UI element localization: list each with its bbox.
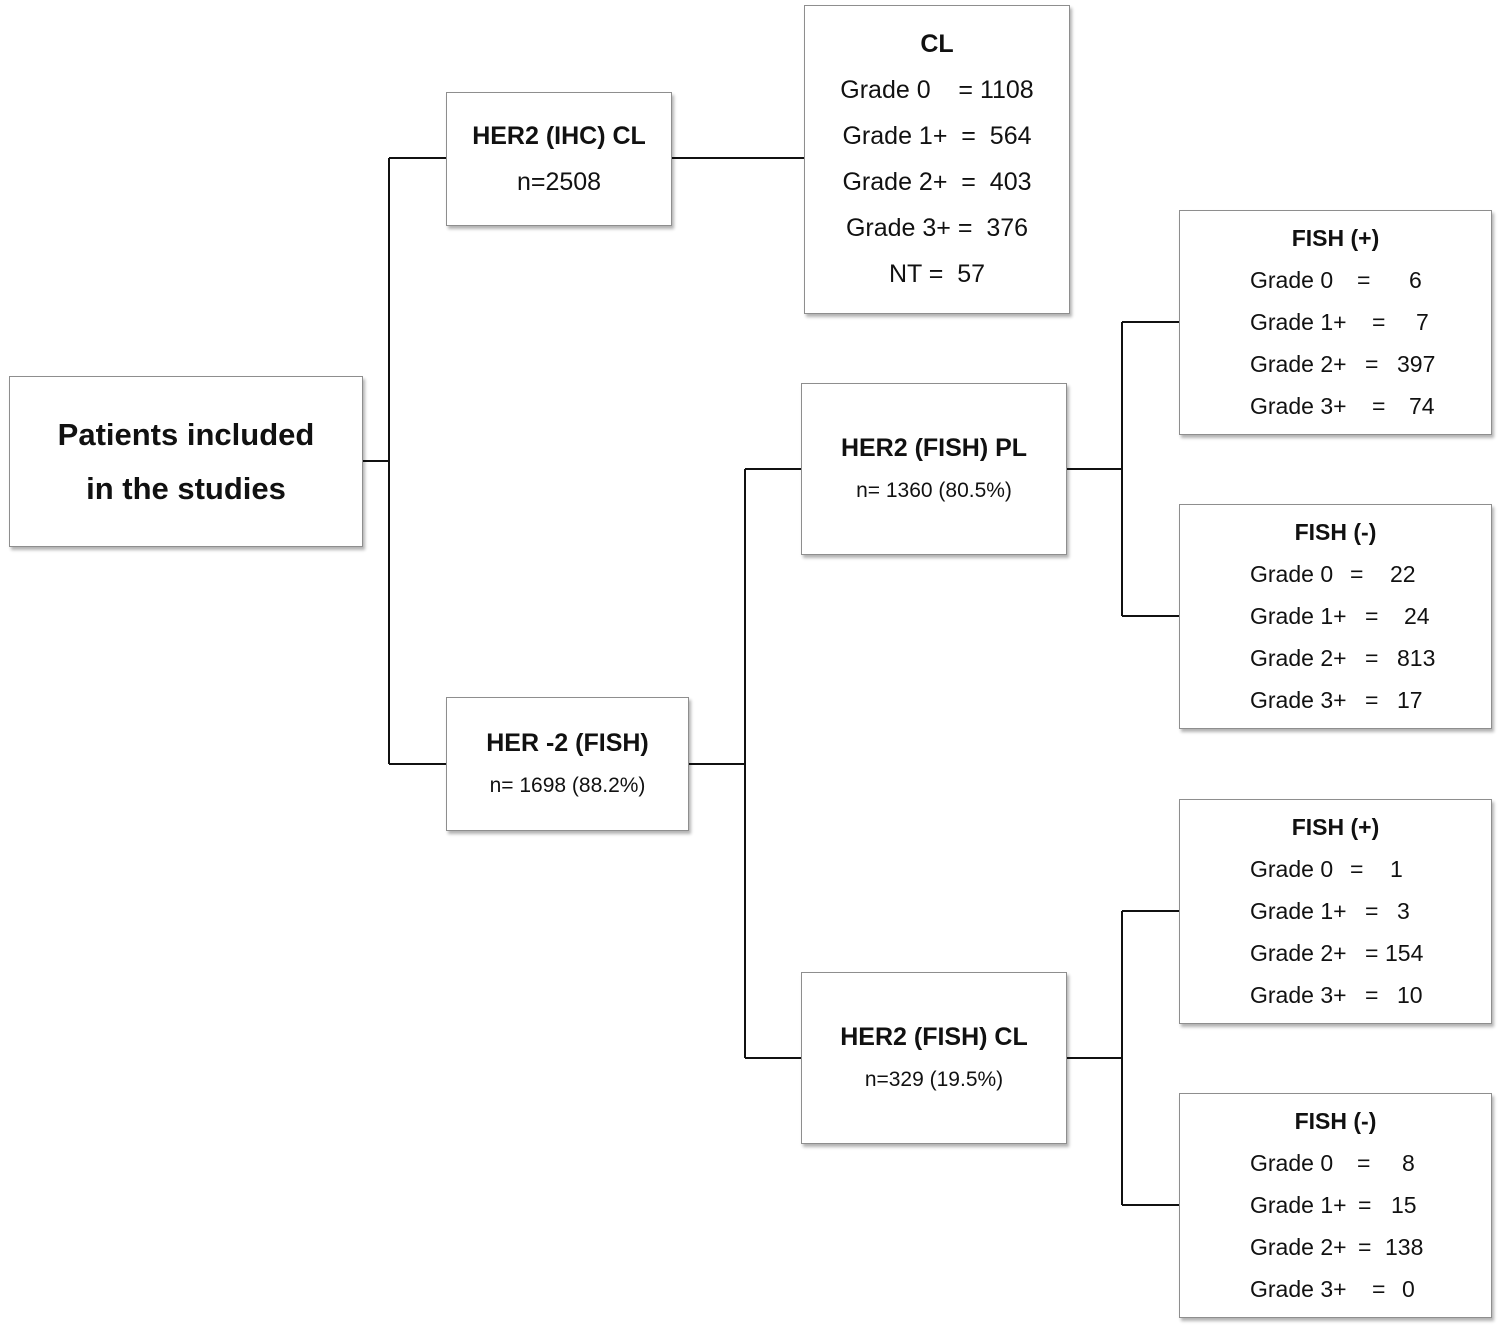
fish-cl-n: n=329 (19.5%) (864, 1068, 1004, 1091)
grade-label: Grade 1+ (1250, 898, 1347, 924)
equals-sign: = (1365, 687, 1379, 713)
grade-label: Grade 2+ (1250, 645, 1347, 671)
equals-sign: = (1365, 982, 1379, 1008)
equals-sign: = (1365, 603, 1379, 629)
grade-label: Grade 1+ (1250, 309, 1347, 335)
grade-count: 74 (1409, 393, 1435, 419)
cl-fish-pos-row: Grade 1+ = 3 (1180, 890, 1491, 932)
grade-count: 3 (1397, 898, 1410, 924)
equals-sign: = (1365, 645, 1379, 671)
her2-fish-title: HER -2 (FISH) (486, 729, 649, 757)
cl-fish-pos-title: FISH (+) (1291, 814, 1380, 840)
equals-sign: = (1365, 940, 1379, 966)
equals-sign: = (1357, 1150, 1371, 1176)
grade-count: 397 (1397, 351, 1436, 377)
pl-fish-pos-box: FISH (+) Grade 0 = 6 Grade 1+ = 7 Grade 2+ = 3… (1179, 210, 1492, 435)
grade-count: 10 (1397, 982, 1423, 1008)
root-line-2: in the studies (86, 470, 286, 506)
grade-label: Grade 3+ (1250, 1276, 1347, 1302)
grade-label: Grade 1+ (1250, 603, 1347, 629)
fish-pl-title: HER2 (FISH) PL (840, 434, 1028, 462)
grade-label: Grade 3+ (1250, 687, 1347, 713)
grade-count: 17 (1397, 687, 1423, 713)
cl-fish-pos-box: FISH (+) Grade 0=1 Grade 1+=3 Grade 2+=1… (1179, 799, 1492, 1024)
fish-cl-title: HER2 (FISH) CL (840, 1023, 1028, 1051)
cl-grade-row: Grade 0 = 1108 (840, 76, 1034, 104)
grade-count: 0 (1402, 1276, 1415, 1302)
cl-fish-neg-row: Grade 3+ = 0 (1180, 1268, 1491, 1310)
cl-fish-pos-row: Grade 3+ = 10 (1180, 974, 1491, 1016)
cl-grades-title: CL (920, 30, 954, 58)
cl-fish-neg-row: Grade 0 = 8 (1180, 1142, 1491, 1184)
cl-grade-row: Grade 2+ = 403 (842, 168, 1032, 196)
equals-sign: = (1357, 267, 1371, 293)
grade-label: Grade 2+ (1250, 351, 1347, 377)
grade-count: 813 (1397, 645, 1436, 671)
cl-fish-neg-title: FISH (-) (1294, 1108, 1377, 1134)
ihc-cl-box: HER2 (IHC) CL n=2508 (446, 92, 672, 226)
cl-grade-row: Grade 3+ = 376 (845, 214, 1029, 242)
cl-fish-pos-row: Grade 2+ =154 (1180, 932, 1491, 974)
equals-sign: = (1372, 393, 1386, 419)
grade-label: Grade 0 (1250, 856, 1334, 882)
cl-fish-pos-row: Grade 0 = 1 (1180, 848, 1491, 890)
equals-sign: = (1365, 898, 1379, 924)
pl-fish-neg-row: Grade 3+ = 17 (1180, 679, 1491, 721)
grade-count: 1 (1390, 856, 1403, 882)
pl-fish-neg-row: Grade 1+ = 24 (1180, 595, 1491, 637)
grade-label: Grade 1+ (1250, 1192, 1347, 1218)
pl-fish-neg-box: FISH (-) Grade 0=22 Grade 1+=24 Grade 2+… (1179, 504, 1492, 729)
grade-label: Grade 3+ (1250, 982, 1347, 1008)
pl-fish-pos-row: Grade 1+ = 7 (1180, 301, 1491, 343)
grade-count: 24 (1404, 603, 1430, 629)
grade-count: 138 (1385, 1234, 1424, 1260)
pl-fish-pos-row: Grade 2+ = 397 (1180, 343, 1491, 385)
her2-fish-n: n= 1698 (88.2%) (489, 774, 646, 797)
equals-sign: = (1358, 1234, 1372, 1260)
grade-count: 15 (1391, 1192, 1417, 1218)
fish-pl-n: n= 1360 (80.5%) (856, 479, 1012, 502)
equals-sign: = (1372, 1276, 1386, 1302)
equals-sign: = (1350, 856, 1364, 882)
cl-grade-row: Grade 1+ = 564 (842, 122, 1032, 150)
fish-pl-box: HER2 (FISH) PL n= 1360 (80.5%) (801, 383, 1067, 555)
fish-cl-box: HER2 (FISH) CL n=329 (19.5%) (801, 972, 1067, 1144)
ihc-cl-n: n=2508 (516, 168, 602, 196)
cl-grade-row: NT = 57 (888, 260, 986, 288)
pl-fish-neg-row: Grade 2+ = 813 (1180, 637, 1491, 679)
grade-label: Grade 3+ (1250, 393, 1347, 419)
cl-fish-neg-row: Grade 2+ = 138 (1180, 1226, 1491, 1268)
equals-sign: = (1372, 309, 1386, 335)
grade-count: 7 (1416, 309, 1429, 335)
grade-label: Grade 0 (1250, 1150, 1334, 1176)
grade-count: 8 (1402, 1150, 1415, 1176)
pl-fish-pos-row: Grade 3+ = 74 (1180, 385, 1491, 427)
cl-fish-neg-row: Grade 1+ = 15 (1180, 1184, 1491, 1226)
her2-fish-box: HER -2 (FISH) n= 1698 (88.2%) (446, 697, 689, 831)
root-box: Patients included in the studies (9, 376, 363, 547)
cl-grades-box: CL Grade 0 = 1108 Grade 1+ = 564 Grade 2… (804, 5, 1070, 314)
grade-label: Grade 0 (1250, 561, 1334, 587)
root-line-1: Patients included (57, 416, 315, 452)
grade-label: Grade 2+ (1250, 1234, 1347, 1260)
pl-fish-neg-row: Grade 0 = 22 (1180, 553, 1491, 595)
pl-fish-pos-title: FISH (+) (1291, 225, 1380, 251)
pl-fish-pos-row: Grade 0 = 6 (1180, 259, 1491, 301)
grade-count: 154 (1385, 940, 1424, 966)
cl-fish-neg-box: FISH (-) Grade 0 = 8 Grade 1+ = 15 Grade 2+ =… (1179, 1093, 1492, 1318)
pl-fish-neg-title: FISH (-) (1294, 519, 1377, 545)
grade-label: Grade 0 (1250, 267, 1334, 293)
equals-sign: = (1350, 561, 1364, 587)
grade-label: Grade 2+ (1250, 940, 1347, 966)
equals-sign: = (1358, 1192, 1372, 1218)
grade-count: 6 (1409, 267, 1422, 293)
ihc-cl-title: HER2 (IHC) CL (472, 122, 646, 150)
equals-sign: = (1365, 351, 1379, 377)
grade-count: 22 (1390, 561, 1416, 587)
